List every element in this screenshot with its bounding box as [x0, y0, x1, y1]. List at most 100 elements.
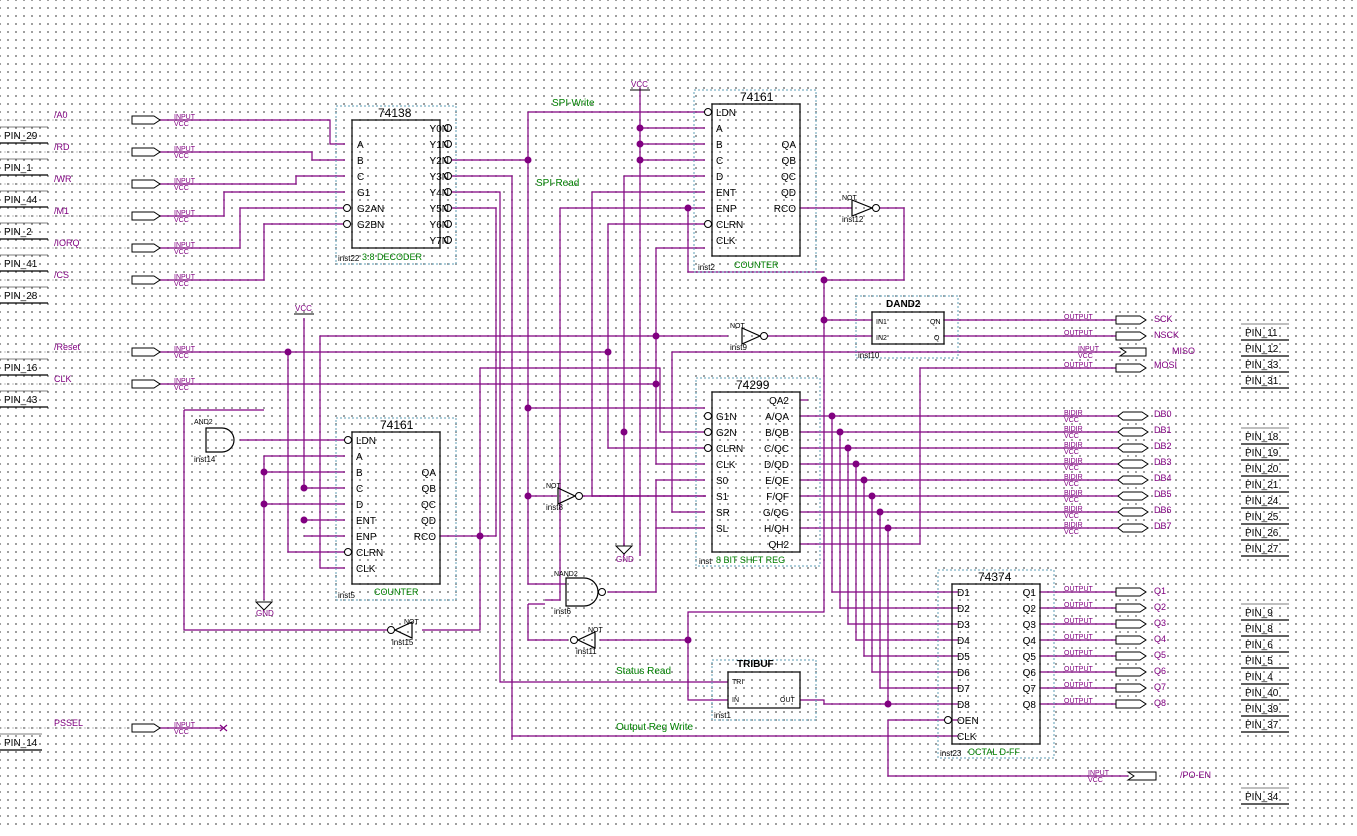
- junction-dot: [652, 332, 660, 340]
- data-bus-db2-pin: PIN_20: [1245, 464, 1279, 475]
- decoder-pin-g1: G1: [357, 188, 371, 199]
- not-gate-inst12[interactable]: [851, 199, 880, 217]
- counter_top-pin-clrn: CLRN: [716, 220, 743, 231]
- and-gate-inst14[interactable]: [205, 427, 235, 453]
- decoder-74138-body[interactable]: [351, 119, 441, 249]
- not-gate-inst11[interactable]: [570, 631, 596, 649]
- data-bus-db4-pin: PIN_24: [1245, 496, 1279, 507]
- data-bus-db3-type: BIDIR: [1064, 458, 1083, 465]
- po-en-port-vcc: VCC: [1088, 777, 1103, 784]
- junction-dot: [652, 380, 660, 388]
- spi-port-mosi-pin: PIN_31: [1245, 376, 1279, 387]
- input-port-m1-type: INPUT: [174, 210, 196, 217]
- input-port-a0-vcc: VCC: [174, 121, 189, 128]
- counter_bottom-pin-a: A: [356, 452, 363, 463]
- not15-inst: inst15: [392, 638, 414, 647]
- shift_reg-pin-f-qf: F/QF: [766, 492, 789, 503]
- dand2-body[interactable]: [871, 311, 945, 345]
- octal_ff-pin-q1: Q1: [1023, 588, 1037, 599]
- tribuf-pin-in: IN: [732, 697, 739, 704]
- shift_reg-pin-c-qc: C/QC: [764, 444, 789, 455]
- not8-label: NOT: [546, 483, 562, 490]
- not-gate-inst15[interactable]: [387, 621, 413, 639]
- shift_reg-pin-sr: SR: [716, 508, 730, 519]
- q-output-q8-pin: PIN_37: [1245, 720, 1279, 731]
- decoder-pin-y0n: Y0N: [430, 124, 449, 135]
- octal_ff-pin-d6: D6: [957, 668, 970, 679]
- shift-reg-desc: 8 BIT SHFT REG: [716, 555, 785, 565]
- octal_ff-pin-d2: D2: [957, 604, 970, 615]
- not11-inst: inst11: [576, 647, 597, 656]
- decoder-pin-y2n: Y2N: [430, 156, 449, 167]
- shift_reg-pin-g2n: G2N: [716, 428, 737, 439]
- input-port-iorq-type: INPUT: [174, 242, 196, 249]
- chip-pin-labels: ABCG1G2ANG2BNY0NY1NY2NY3NY4NY5NY6NY7NLDN…: [356, 108, 1036, 743]
- counter-top-part: 74161: [740, 90, 774, 104]
- octal-dff-74374-body[interactable]: [951, 583, 1041, 745]
- junction-dot: [860, 476, 868, 484]
- q-output-q7-pin: PIN_39: [1245, 704, 1279, 715]
- input-port-wr-type: INPUT: [174, 178, 196, 185]
- not-gate-inst9[interactable]: [741, 327, 768, 345]
- q-output-q6-name: Q6: [1154, 666, 1166, 676]
- input-port-wr-pin: PIN_44: [4, 195, 38, 206]
- not9-label: NOT: [730, 323, 746, 330]
- counter-top-74161-body[interactable]: [711, 103, 801, 257]
- data-bus-db7-type: BIDIR: [1064, 522, 1083, 529]
- q-output-q7-type: OUTPUT: [1064, 682, 1094, 689]
- counter-top-desc: COUNTER: [734, 260, 779, 270]
- q-output-q2-pin: PIN_8: [1245, 624, 1273, 635]
- shift_reg-pin-clk: CLK: [716, 460, 736, 471]
- decoder-pin-y1n: Y1N: [430, 140, 449, 151]
- junction-dot: [868, 492, 876, 500]
- decoder-pin-y5n: Y5N: [430, 204, 449, 215]
- shift-reg-part: 74299: [736, 378, 770, 392]
- tribuf-pin-out: OUT: [780, 697, 796, 704]
- input-port-wr-name: /WR: [54, 174, 72, 184]
- counter_top-pin-qb: QB: [782, 156, 797, 167]
- nand6-label: NAND2: [554, 571, 578, 578]
- counter_bottom-pin-qb: QB: [422, 484, 437, 495]
- labels: VCC VCC GND GND SPI-Write SPI-Read Statu…: [194, 80, 1020, 758]
- shift_reg-pin-s1: S1: [716, 492, 729, 503]
- data-bus-db3-vcc: VCC: [1064, 465, 1079, 472]
- decoder-pin-y7n: Y7N: [430, 236, 449, 247]
- spi-port-nsck-name: NSCK: [1154, 330, 1179, 340]
- nand-gate-inst6[interactable]: [565, 577, 606, 607]
- junction-dot: [820, 276, 828, 284]
- junction-dot: [684, 636, 692, 644]
- shift-reg-74299-body[interactable]: [711, 391, 801, 553]
- input-port-clk-name: CLK: [54, 374, 72, 384]
- spi-port-miso-type: INPUT: [1078, 346, 1100, 353]
- counter-bottom-74161-body[interactable]: [351, 431, 441, 585]
- data-bus-db2-type: BIDIR: [1064, 442, 1083, 449]
- input-port-pssel-type: INPUT: [174, 722, 196, 729]
- not-gate-inst8[interactable]: [557, 487, 583, 505]
- data-bus-db2-vcc: VCC: [1064, 449, 1079, 456]
- octal_ff-pin-q8: Q8: [1023, 700, 1037, 711]
- decoder-pin-b: B: [357, 156, 364, 167]
- counter_top-pin-ldn: LDN: [716, 108, 736, 119]
- q-output-q5-type: OUTPUT: [1064, 650, 1094, 657]
- shift_reg-pin-d-qd: D/QD: [764, 460, 789, 471]
- junction-dot: [284, 348, 292, 356]
- tribuf-body[interactable]: [727, 671, 801, 709]
- octal_ff-pin-d4: D4: [957, 636, 970, 647]
- junction-dot: [636, 140, 644, 148]
- input-port-rd-vcc: VCC: [174, 153, 189, 160]
- octal_ff-pin-clk: CLK: [957, 732, 977, 743]
- octal_ff-pin-q6: Q6: [1023, 668, 1037, 679]
- input-port-reset-pin: PIN_16: [4, 363, 38, 374]
- data-bus-db6-vcc: VCC: [1064, 513, 1079, 520]
- not15-label: NOT: [404, 619, 420, 626]
- counter_top-pin-qd: QD: [781, 188, 796, 199]
- junctions: [260, 124, 892, 708]
- counter_top-pin-ent: ENT: [716, 188, 736, 199]
- gnd-label-1: GND: [616, 555, 634, 564]
- counter_bottom-pin-enp: ENP: [356, 532, 377, 543]
- data-bus-db7-name: DB7: [1154, 521, 1172, 531]
- junction-dot: [620, 428, 628, 436]
- spi-port-miso-name: MISO: [1172, 346, 1195, 356]
- data-bus-db0-pin: PIN_18: [1245, 432, 1279, 443]
